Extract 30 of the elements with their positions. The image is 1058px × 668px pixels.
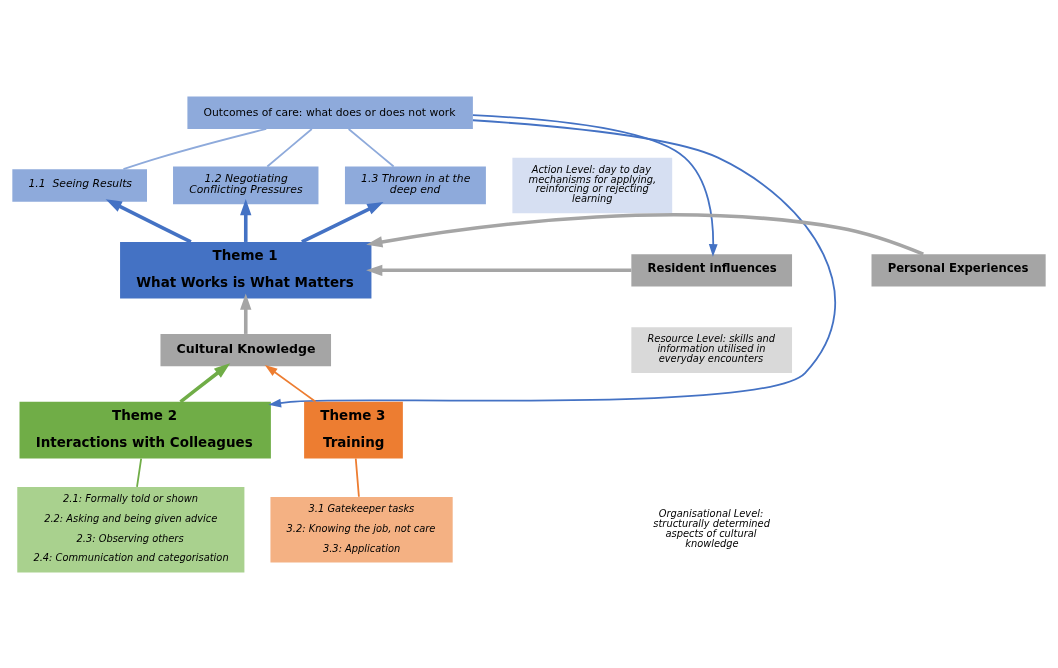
arrow	[472, 113, 718, 257]
arrow	[240, 293, 252, 334]
arrow	[105, 198, 192, 244]
arrow	[366, 264, 632, 276]
label: Organisational Level: structurally determined aspects of cultural knowledge	[653, 507, 770, 549]
arrow	[366, 212, 924, 256]
node-box: 3.1 Gatekeeper tasks 3.2: Knowing the job, not care 3.3: Application	[270, 496, 453, 563]
connector	[347, 127, 395, 167]
node-box: Theme 1 What Works is What Matters	[120, 241, 372, 299]
arrow	[268, 118, 836, 407]
node-box: Cultural Knowledge	[160, 333, 332, 366]
connector	[266, 127, 313, 167]
arrow	[179, 362, 231, 403]
node-box: Resident influences	[631, 253, 793, 286]
arrow	[240, 198, 252, 242]
node-box: Personal Experiences	[871, 253, 1046, 286]
node-box: 1.1 Seeing Results	[12, 168, 147, 202]
node-box: Theme 2 Interactions with Colleagues	[19, 401, 271, 458]
node-box: 1.2 Negotiating Conflicting Pressures	[173, 166, 319, 204]
node-box: Resource Level: skills and information utilised in everyday encounters	[631, 326, 793, 373]
node-box: 2.1: Formally told or shown 2.2: Asking and being given advice 2.3: Observing others 2.4: Communication and categorisation	[17, 486, 245, 572]
node-box: Outcomes of care: what does or does not work	[187, 96, 473, 129]
node-box: Action Level: day to day mechanisms for applying, reinforcing or rejecting learning	[512, 157, 673, 213]
node-box: Theme 3 Training	[304, 401, 403, 458]
node-box: 1.3 Thrown in at the deep end	[344, 166, 486, 204]
arrow	[264, 364, 317, 403]
arrow	[301, 201, 384, 244]
connector	[354, 457, 360, 498]
connector	[122, 127, 268, 170]
connector	[136, 457, 143, 488]
